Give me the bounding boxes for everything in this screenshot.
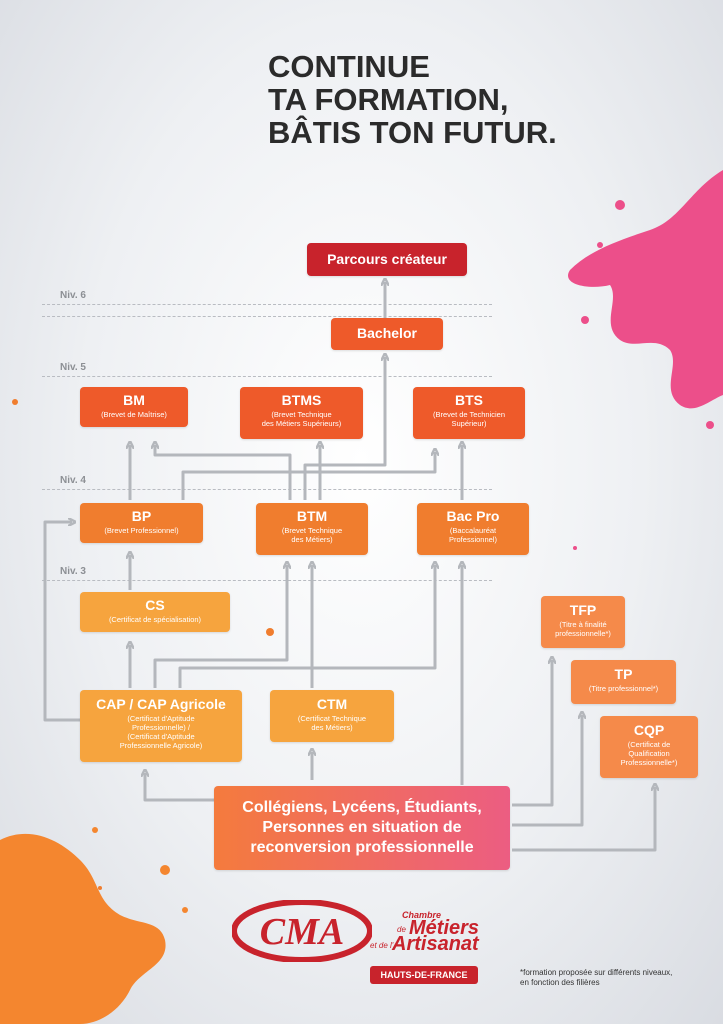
node-bachelor-title: Bachelor: [357, 325, 417, 341]
node-cqp: CQP (Certificat de Qualification Profess…: [600, 716, 698, 778]
node-cs-title: CS: [145, 597, 165, 613]
footnote: *formation proposée sur différents nivea…: [520, 968, 710, 988]
node-cs: CS (Certificat de spécialisation): [80, 592, 230, 632]
cma-logo-letters: CMA: [260, 911, 344, 953]
logo-chambre: Chambre: [402, 910, 442, 920]
node-cap-title: CAP / CAP Agricole: [96, 696, 226, 712]
slogan: CONTINUE TA FORMATION, BÂTIS TON FUTUR.: [268, 50, 557, 149]
node-bac-pro-title: Bac Pro: [446, 508, 500, 524]
node-ctm-subtitle-1: (Certificat Technique: [297, 714, 367, 723]
node-bm-subtitle: (Brevet de Maîtrise): [101, 410, 167, 419]
level-5-divider: [42, 376, 492, 377]
node-bts: BTS (Brevet de Technicien Supérieur): [413, 387, 525, 439]
slogan-line-3: BÂTIS TON FUTUR.: [268, 115, 557, 150]
node-cap-subtitle-1: (Certificat d'Aptitude: [127, 714, 195, 723]
node-bm: BM (Brevet de Maîtrise): [80, 387, 188, 427]
node-public: Collégiens, Lycéens, Étudiants, Personne…: [214, 786, 510, 870]
level-5-label: Niv. 5: [60, 362, 86, 373]
logo-artisanat: Artisanat: [392, 933, 479, 955]
pink-paint-splash: [568, 170, 723, 429]
node-tp-title: TP: [614, 666, 633, 682]
slogan-line-1: CONTINUE: [268, 49, 430, 84]
node-cqp-subtitle-1: (Certificat de: [627, 740, 671, 749]
cma-logo-mark: CMA: [232, 900, 372, 962]
node-public-line-2: Personnes en situation de: [262, 819, 462, 836]
orange-paint-splash: [0, 827, 188, 1024]
node-cap: CAP / CAP Agricole (Certificat d'Aptitud…: [80, 690, 242, 762]
level-4-label: Niv. 4: [60, 475, 86, 486]
logo-region-badge: HAUTS-DE-FRANCE: [370, 966, 478, 984]
node-bp-title: BP: [131, 508, 152, 524]
node-bp: BP (Brevet Professionnel): [80, 503, 203, 543]
node-bp-subtitle: (Brevet Professionnel): [104, 526, 179, 535]
cma-logo: CMA Chambre de Métiers et de l' Artisana…: [232, 900, 532, 990]
node-ctm-subtitle-2: des Métiers): [311, 723, 353, 732]
level-6-divider: [42, 304, 492, 305]
logo-et-de-l: et de l': [370, 941, 394, 950]
node-bac-pro: Bac Pro (Baccalauréat Professionnel): [417, 503, 529, 555]
node-cqp-subtitle-2: Qualification: [628, 749, 670, 758]
footnote-line-1: *formation proposée sur différents nivea…: [520, 968, 673, 977]
node-btms: BTMS (Brevet Technique des Métiers Supér…: [240, 387, 363, 439]
footnote-line-2: en fonction des filières: [520, 978, 600, 987]
node-public-line-3: reconversion professionnelle: [250, 839, 474, 856]
node-bac-pro-subtitle-1: (Baccalauréat: [449, 526, 497, 535]
node-btm-subtitle-1: (Brevet Technique: [281, 526, 343, 535]
level-4-divider: [42, 489, 492, 490]
node-tp-subtitle: (Titre professionnel*): [588, 684, 659, 693]
node-bm-title: BM: [123, 392, 145, 408]
node-ctm: CTM (Certificat Technique des Métiers): [270, 690, 394, 742]
level-6-divider-2: [42, 316, 492, 317]
node-cap-subtitle-4: Professionnelle Agricole): [119, 741, 203, 750]
level-6-label: Niv. 6: [60, 290, 86, 301]
node-btm-subtitle-2: des Métiers): [291, 535, 333, 544]
node-tfp: TFP (Titre à finalité professionnelle*): [541, 596, 625, 648]
node-public-line-1: Collégiens, Lycéens, Étudiants,: [242, 799, 482, 816]
logo-de: de: [397, 925, 406, 934]
level-3-label: Niv. 3: [60, 566, 86, 577]
node-bac-pro-subtitle-2: Professionnel): [449, 535, 497, 544]
node-ctm-title: CTM: [316, 696, 348, 712]
node-parcours-createur-title: Parcours créateur: [327, 251, 447, 267]
node-cs-subtitle: (Certificat de spécialisation): [108, 615, 202, 624]
level-3-divider: [42, 580, 492, 581]
node-bts-subtitle-2: Supérieur): [451, 419, 487, 428]
node-btms-subtitle-2: des Métiers Supérieurs): [261, 419, 342, 428]
node-bts-title: BTS: [455, 392, 483, 408]
node-parcours-createur: Parcours créateur: [307, 243, 467, 276]
node-bachelor: Bachelor: [331, 318, 443, 350]
node-bts-subtitle-1: (Brevet de Technicien: [433, 410, 505, 419]
slogan-line-2: TA FORMATION,: [268, 82, 509, 117]
node-cap-subtitle-2: Professionnelle) /: [132, 723, 190, 732]
node-cap-subtitle-3: (Certificat d'Aptitude: [127, 732, 195, 741]
node-btm-title: BTM: [296, 508, 328, 524]
node-cqp-subtitle-3: Professionnelle*): [620, 758, 678, 767]
node-btms-title: BTMS: [281, 392, 322, 408]
node-btm: BTM (Brevet Technique des Métiers): [256, 503, 368, 555]
logo-metiers: Métiers: [409, 917, 480, 939]
node-tfp-title: TFP: [569, 602, 597, 618]
node-btms-subtitle-1: (Brevet Technique: [271, 410, 332, 419]
node-tp: TP (Titre professionnel*): [571, 660, 676, 704]
node-cqp-title: CQP: [633, 722, 665, 738]
node-tfp-subtitle-1: (Titre à finalité: [559, 620, 607, 629]
node-tfp-subtitle-2: professionnelle*): [555, 629, 611, 638]
